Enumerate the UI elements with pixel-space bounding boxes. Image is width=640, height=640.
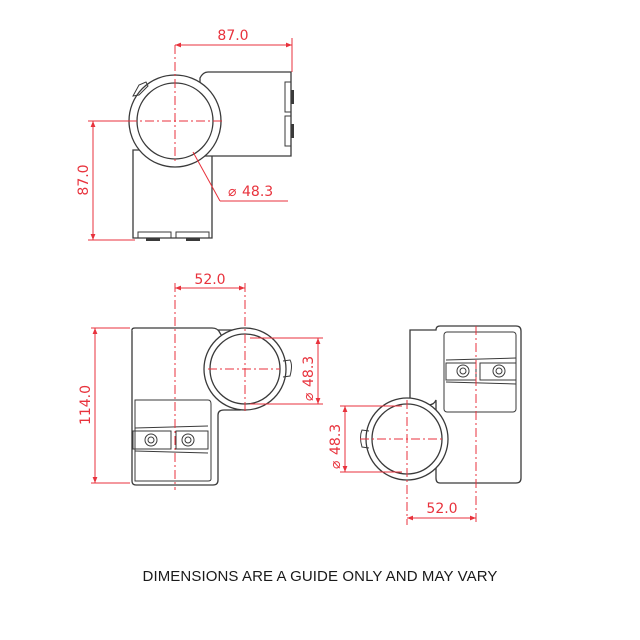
dim-top-width: 87.0	[217, 28, 248, 44]
top-view-bolt-upper	[291, 90, 294, 104]
front-left-bolt-left	[144, 433, 158, 447]
top-view-bottom-bolt-left	[146, 238, 160, 241]
top-view-tab	[132, 81, 149, 97]
dim-top-diameter-symbol: ⌀	[228, 184, 237, 200]
dim-top-height: 87.0	[76, 164, 92, 195]
front-right-clamp-ridge	[445, 381, 517, 385]
dim-front-right-diameter-symbol: ⌀	[328, 460, 344, 469]
front-left-tab	[282, 359, 292, 378]
front-left-bolt-right-inner	[184, 436, 192, 444]
front-left-view: 52.0 114.0 ⌀ 48.3	[78, 272, 323, 490]
dim-front-left-offset: 52.0	[194, 272, 225, 288]
disclaimer-note: DIMENSIONS ARE A GUIDE ONLY AND MAY VARY	[142, 568, 498, 585]
dim-leader	[192, 151, 221, 202]
dim-front-right-diameter: 48.3	[328, 424, 344, 455]
front-right-bolt-left	[456, 364, 470, 378]
front-right-bolt-slot-left	[445, 362, 477, 381]
top-view-bottom-bolt-right	[186, 238, 200, 241]
front-right-bolt-left-inner	[459, 367, 467, 375]
dim-front-right-offset: 52.0	[426, 501, 457, 517]
dim-front-left-diameter: 48.3	[301, 356, 317, 387]
front-right-view: 52.0 ⌀ 48.3	[328, 325, 522, 525]
front-right-bolt-right-inner	[495, 367, 503, 375]
front-right-clamp-ridge	[445, 357, 517, 361]
front-left-bolt-right	[181, 433, 195, 447]
top-view: 87.0 87.0 ⌀ 48.3	[76, 28, 294, 241]
front-right-tab	[360, 429, 370, 449]
front-left-clamp-ridge	[134, 450, 209, 454]
dim-front-left-height: 114.0	[78, 385, 94, 425]
front-left-bolt-slot-right	[175, 430, 209, 450]
front-left-bolt-slot-left	[132, 430, 172, 450]
front-right-bolt-right	[492, 364, 506, 378]
top-view-bolt-lower	[291, 124, 294, 138]
front-left-clamp-plate	[134, 399, 212, 482]
front-left-bolt-left-inner	[147, 436, 155, 444]
front-right-bolt-slot-right	[479, 362, 517, 381]
front-left-clamp-ridge	[134, 425, 209, 429]
dim-front-left-diameter-symbol: ⌀	[301, 392, 317, 401]
dim-top-diameter: 48.3	[242, 184, 273, 200]
